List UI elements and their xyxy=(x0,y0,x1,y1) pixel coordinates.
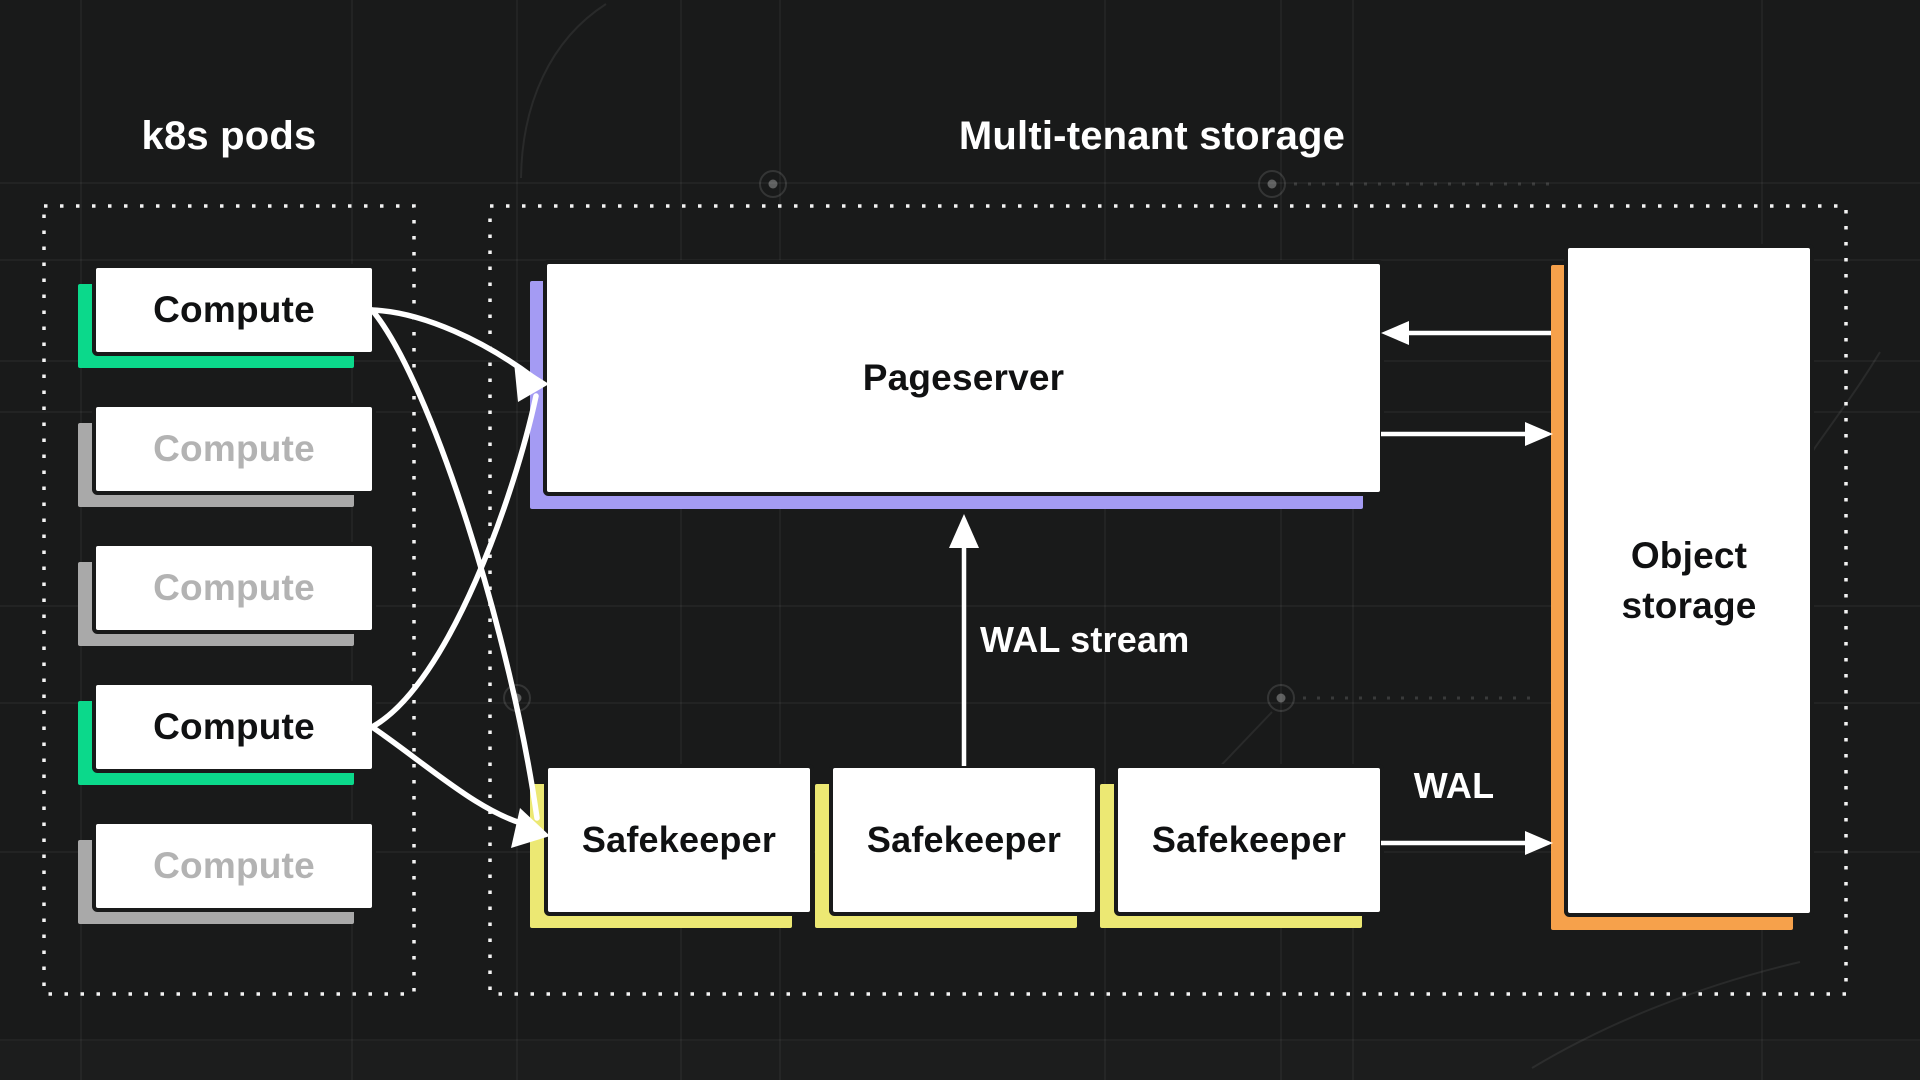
bottom-band xyxy=(0,1041,1920,1080)
object-storage-node: Object storage xyxy=(1551,248,1810,930)
compute-label: Compute xyxy=(153,567,315,609)
pageserver-box: Pageserver xyxy=(547,264,1380,492)
safekeeper-label: Safekeeper xyxy=(1151,818,1347,860)
safekeeper-box: Safekeeper xyxy=(548,768,810,912)
k8s-pods-boundary xyxy=(42,204,416,996)
wal-label: WAL xyxy=(1413,765,1495,806)
grid-dotted-rays xyxy=(1294,182,1560,700)
safekeeper-node-3: Safekeeper xyxy=(1100,768,1380,928)
compute-node-5: Compute xyxy=(78,824,372,924)
compute-label: Compute xyxy=(153,428,315,470)
compute-node-3: Compute xyxy=(78,546,372,646)
safekeeper-box: Safekeeper xyxy=(833,768,1095,912)
safekeeper-node-1: Safekeeper xyxy=(530,768,810,928)
multi-tenant-storage-title: Multi-tenant storage xyxy=(958,114,1346,158)
compute-label: Compute xyxy=(153,289,315,331)
compute-box: Compute xyxy=(96,268,372,352)
compute-label: Compute xyxy=(153,845,315,887)
compute-box: Compute xyxy=(96,824,372,908)
safekeeper-node-2: Safekeeper xyxy=(815,768,1095,928)
compute-box: Compute xyxy=(96,685,372,769)
wal-stream-label: WAL stream xyxy=(980,619,1190,660)
safekeeper-box: Safekeeper xyxy=(1118,768,1380,912)
compute-node-1: Compute xyxy=(78,268,372,368)
object-storage-label: Object storage xyxy=(1621,534,1757,626)
compute-node-2: Compute xyxy=(78,407,372,507)
object-storage-box: Object storage xyxy=(1568,248,1810,913)
compute-label: Compute xyxy=(153,706,315,748)
pageserver-node: Pageserver xyxy=(530,264,1380,509)
compute-box: Compute xyxy=(96,407,372,491)
safekeeper-label: Safekeeper xyxy=(581,818,777,860)
compute-node-4: Compute xyxy=(78,685,372,785)
pageserver-label: Pageserver xyxy=(862,357,1065,399)
safekeeper-label: Safekeeper xyxy=(866,818,1062,860)
compute-box: Compute xyxy=(96,546,372,630)
k8s-pods-title: k8s pods xyxy=(141,114,317,158)
